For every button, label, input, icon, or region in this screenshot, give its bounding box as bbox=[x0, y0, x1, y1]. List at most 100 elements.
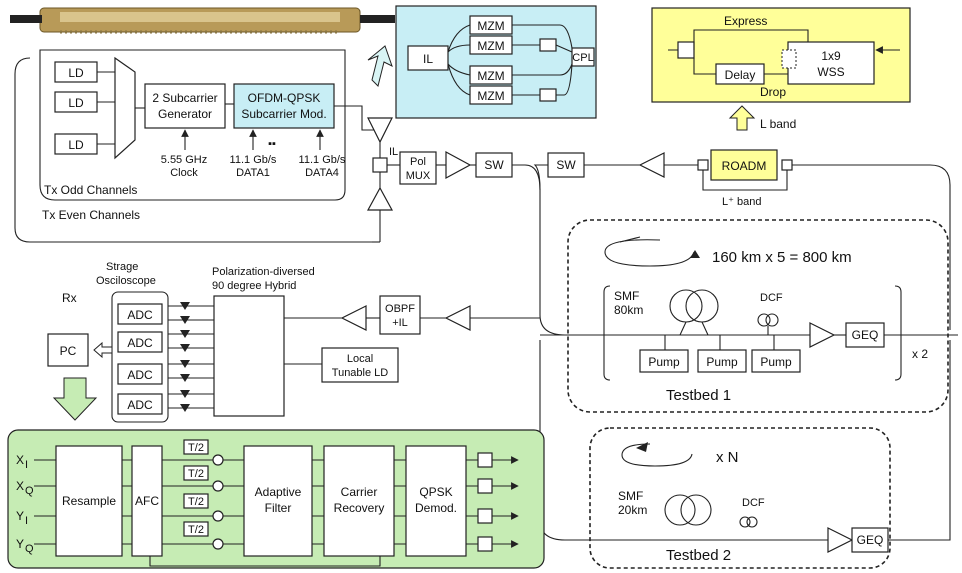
svg-text:MZM: MZM bbox=[477, 19, 504, 33]
adaptive-filter-box bbox=[243, 445, 313, 557]
svg-text:2 Subcarrier: 2 Subcarrier bbox=[152, 91, 217, 105]
tx-odd-channels-frame: Tx Odd Channels bbox=[39, 49, 346, 201]
svg-text:Generator: Generator bbox=[158, 107, 212, 121]
zoom-arrow-roadm bbox=[728, 105, 756, 131]
svg-text:Osciloscope: Osciloscope bbox=[96, 275, 156, 287]
l-band-label: L band bbox=[760, 117, 796, 131]
svg-text:MUX: MUX bbox=[406, 170, 431, 182]
svg-text:Strage: Strage bbox=[106, 261, 138, 273]
svg-text:LD: LD bbox=[68, 138, 84, 152]
svg-text:I: I bbox=[25, 459, 28, 471]
svg-text:ADC: ADC bbox=[127, 336, 153, 350]
pc-box bbox=[47, 333, 89, 367]
adc-4 bbox=[117, 393, 163, 415]
multiplexer-shape bbox=[114, 56, 136, 160]
laser-diodes: LD LD LD bbox=[54, 56, 145, 160]
svg-text:I: I bbox=[25, 515, 28, 527]
adder-1 bbox=[212, 454, 224, 466]
tx-even-channels-label: Tx Even Channels bbox=[42, 208, 140, 222]
svg-text:90 degree Hybrid: 90 degree Hybrid bbox=[212, 280, 296, 292]
interleaver-il bbox=[372, 157, 388, 173]
svg-text:1x9: 1x9 bbox=[821, 49, 841, 63]
svg-text:Clock: Clock bbox=[170, 167, 198, 179]
svg-text:T/2: T/2 bbox=[188, 524, 204, 536]
data1-label: 11.1 Gb/s bbox=[230, 154, 277, 166]
testbed2-label: Testbed 2 bbox=[666, 547, 731, 564]
mzm-block-il bbox=[407, 45, 449, 71]
resample-box bbox=[55, 445, 123, 557]
90-degree-hybrid bbox=[213, 295, 285, 417]
svg-text:LD: LD bbox=[68, 66, 84, 80]
testbed-2: x N SMF 20km DCF GEQ Testbed 2 bbox=[565, 340, 951, 569]
svg-text:T/2: T/2 bbox=[188, 496, 204, 508]
testbed1-x2: x 2 bbox=[912, 347, 928, 361]
testbed2-loop-text: x N bbox=[716, 449, 739, 466]
svg-text:Q: Q bbox=[25, 485, 34, 497]
svg-text:Delay: Delay bbox=[725, 68, 756, 82]
testbed2-geq bbox=[851, 527, 889, 553]
mzm-block-cpl bbox=[571, 47, 595, 67]
roadm-detail-block: Express Delay 1x9 WSS Drop bbox=[651, 7, 911, 103]
svg-text:+IL: +IL bbox=[392, 317, 408, 329]
inline-amplifier bbox=[638, 152, 665, 178]
rx-preamp-1 bbox=[340, 305, 367, 331]
svg-text:DATA4: DATA4 bbox=[305, 167, 339, 179]
express-label: Express bbox=[724, 14, 767, 28]
adder-4 bbox=[212, 538, 224, 550]
pc-arrow bbox=[93, 341, 113, 359]
svg-text:Subcarrier Mod.: Subcarrier Mod. bbox=[241, 107, 326, 121]
svg-text:Q: Q bbox=[25, 543, 34, 555]
svg-text:DCF: DCF bbox=[742, 497, 765, 509]
svg-text:IL: IL bbox=[423, 52, 433, 66]
svg-text:Local: Local bbox=[347, 353, 373, 365]
svg-text:MZM: MZM bbox=[477, 69, 504, 83]
lplus-band-label: L⁺ band bbox=[722, 196, 761, 208]
t2-delay-4 bbox=[183, 521, 209, 537]
data4-label: 11.1 Gb/s bbox=[299, 154, 346, 166]
svg-text:GEQ: GEQ bbox=[857, 533, 884, 547]
svg-text:Pol: Pol bbox=[410, 156, 426, 168]
svg-text:ADC: ADC bbox=[127, 308, 153, 322]
roadm-splitter bbox=[677, 41, 695, 59]
afc-box bbox=[131, 445, 163, 557]
switch-1[interactable] bbox=[475, 152, 513, 178]
adc-1 bbox=[117, 303, 163, 325]
rx-preamp-2 bbox=[444, 305, 471, 331]
svg-text:T/2: T/2 bbox=[188, 468, 204, 480]
delay-element-1 bbox=[539, 38, 557, 52]
pump-1 bbox=[639, 349, 689, 373]
svg-text:SMF: SMF bbox=[614, 289, 639, 303]
booster-amplifier bbox=[445, 150, 472, 180]
dsp-block: X I X Q Y I Y Q Resample AFC T/2 T/2 T/2… bbox=[7, 429, 545, 569]
svg-text:OBPF: OBPF bbox=[385, 303, 415, 315]
output-symbol-4 bbox=[477, 536, 493, 552]
photodiodes bbox=[168, 302, 214, 412]
obpf-il bbox=[379, 295, 421, 335]
svg-text:Pump: Pump bbox=[760, 355, 792, 369]
storage-oscilloscope bbox=[111, 291, 169, 423]
svg-text:Polarization-diversed: Polarization-diversed bbox=[212, 266, 315, 278]
svg-text:MZM: MZM bbox=[477, 39, 504, 53]
svg-text:Demod.: Demod. bbox=[415, 501, 457, 515]
svg-text:GEQ: GEQ bbox=[852, 328, 879, 342]
svg-text:Carrier: Carrier bbox=[341, 485, 378, 499]
carrier-recovery-box bbox=[323, 445, 395, 557]
transmitter-module-photo bbox=[10, 7, 395, 34]
svg-text:20km: 20km bbox=[618, 503, 647, 517]
svg-text:MZM: MZM bbox=[477, 89, 504, 103]
svg-text:Y: Y bbox=[16, 537, 24, 551]
svg-text:AFC: AFC bbox=[135, 494, 159, 508]
svg-text:PC: PC bbox=[60, 344, 77, 358]
svg-text:ADC: ADC bbox=[127, 398, 153, 412]
qpsk-demod-box bbox=[405, 445, 467, 557]
svg-text:WSS: WSS bbox=[817, 65, 844, 79]
svg-text:IL: IL bbox=[389, 146, 398, 158]
tx-even-channels-frame: Tx Even Channels bbox=[14, 57, 372, 243]
svg-text:Pump: Pump bbox=[706, 355, 738, 369]
adder-3 bbox=[212, 510, 224, 522]
tx-odd-amplifier bbox=[367, 117, 393, 144]
svg-text:ROADM: ROADM bbox=[722, 159, 767, 173]
adder-2 bbox=[212, 480, 224, 492]
zoom-arrow-dsp bbox=[52, 377, 98, 421]
